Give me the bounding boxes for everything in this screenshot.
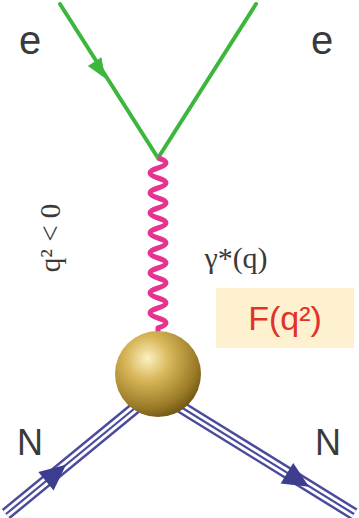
electron-arrow: [88, 57, 112, 82]
particle-label: N: [17, 425, 43, 461]
formfactor-box: F(q²): [216, 288, 354, 348]
node-text: F(q²): [248, 301, 322, 335]
electron-line: [158, 4, 256, 158]
nucleon-line: [176, 404, 354, 514]
kinematics-label: q² < 0: [36, 204, 65, 273]
vertex-blob: [115, 331, 201, 417]
nucleon-line: [6, 404, 140, 514]
photon-label: γ*(q): [204, 243, 267, 273]
particle-label: e: [311, 20, 333, 60]
particle-label: e: [19, 20, 41, 60]
electron-line: [60, 4, 158, 158]
photon-line: [150, 158, 166, 335]
particle-label: N: [315, 425, 341, 461]
nucleon-arrow: [281, 463, 316, 497]
nucleon-arrow: [38, 455, 73, 490]
